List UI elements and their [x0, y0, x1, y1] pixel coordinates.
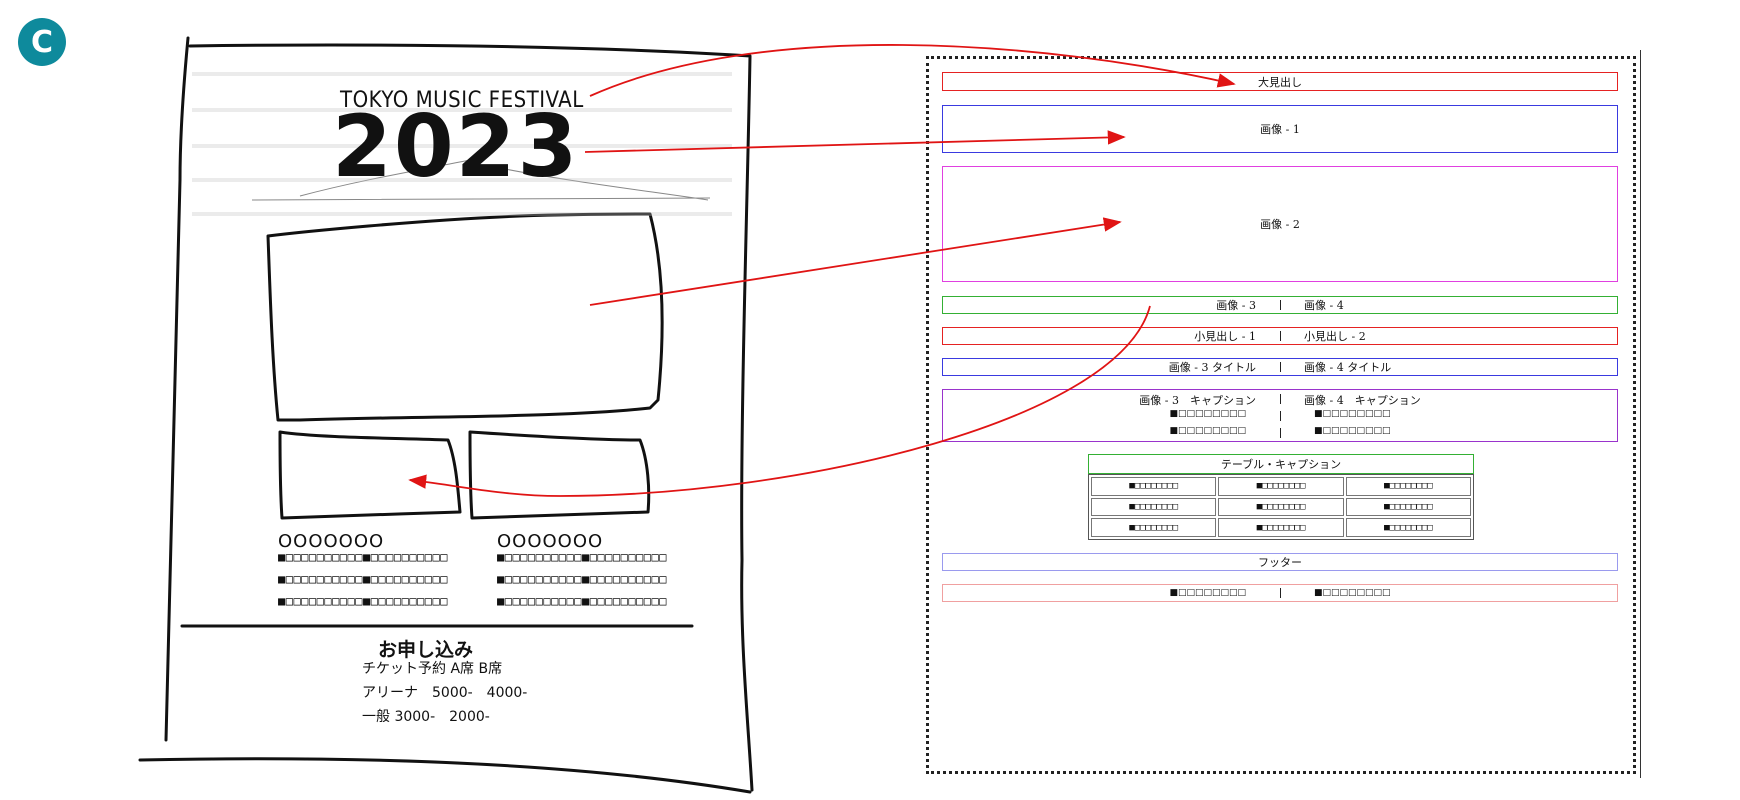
wf-separator — [1280, 394, 1281, 404]
table-cell: ■□□□□□□□□ — [1218, 518, 1344, 537]
table-cell: ■□□□□□□□□ — [1345, 518, 1471, 537]
table-cell: ■□□□□□□□□ — [1218, 477, 1344, 496]
wf-image-3-label: 画像 - 3 — [1216, 299, 1256, 312]
wf-separator — [1280, 588, 1281, 598]
table-cell: ■□□□□□□□□ — [1091, 518, 1217, 537]
caption-row: ■□□□□□□□□ ■□□□□□□□□ — [943, 424, 1617, 441]
wf-separator — [1280, 428, 1281, 438]
wf-footer-left: ■□□□□□□□□ — [1169, 588, 1246, 598]
wf-main-heading: 大見出し — [942, 72, 1618, 91]
table-cell: ■□□□□□□□□ — [1091, 477, 1217, 496]
table-cell: ■□□□□□□□□ — [1218, 497, 1344, 517]
wf-subheading-2: 小見出し - 2 — [1304, 330, 1366, 343]
apply-line: 一般 3000- 2000- — [362, 709, 490, 725]
wf-image-2: 画像 - 2 — [942, 166, 1618, 282]
wf-table: ■□□□□□□□□ ■□□□□□□□□ ■□□□□□□□□ ■□□□□□□□□ … — [1088, 474, 1474, 540]
section-badge: C — [18, 18, 66, 66]
column-line: ■□□□□□□□□□□■□□□□□□□□□□ — [278, 572, 448, 586]
crowd-pattern — [192, 72, 732, 216]
column-line: ■□□□□□□□□□□■□□□□□□□□□□ — [278, 550, 448, 564]
wf-image-3-title: 画像 - 3 タイトル — [1168, 361, 1256, 374]
wf-footer-row: ■□□□□□□□□ ■□□□□□□□□ — [942, 584, 1618, 602]
table-cell: ■□□□□□□□□ — [1345, 497, 1471, 517]
column-line: ■□□□□□□□□□□■□□□□□□□□□□ — [497, 572, 667, 586]
column-heading-right: OOOOOOO — [497, 531, 604, 552]
wf-separator — [1280, 300, 1281, 310]
wf-image-1-label: 画像 - 1 — [1260, 123, 1300, 136]
column-heading-left: OOOOOOO — [278, 531, 385, 552]
caption-line: ■□□□□□□□□ — [1169, 409, 1246, 419]
apply-line: アリーナ 5000- 4000- — [362, 685, 528, 701]
wf-image-4-title: 画像 - 4 タイトル — [1304, 361, 1392, 374]
table-cell: ■□□□□□□□□ — [1345, 477, 1471, 496]
wf-subheading-1: 小見出し - 1 — [1194, 330, 1256, 343]
festival-title: TOKYO MUSIC FESTIVAL — [340, 88, 584, 113]
wf-footer-label: フッター — [1258, 556, 1302, 569]
wf-image-3-caption: 画像 - 3 キャプション — [1139, 394, 1256, 407]
column-line: ■□□□□□□□□□□■□□□□□□□□□□ — [278, 594, 448, 608]
column-line: ■□□□□□□□□□□■□□□□□□□□□□ — [497, 550, 667, 564]
wf-image-captions: 画像 - 3 キャプション 画像 - 4 キャプション ■□□□□□□□□ ■□… — [942, 389, 1618, 442]
caption-row: 画像 - 3 キャプション 画像 - 4 キャプション — [943, 390, 1617, 407]
wf-main-heading-label: 大見出し — [1258, 75, 1302, 89]
wf-image-4-caption: 画像 - 4 キャプション — [1304, 394, 1421, 407]
wf-footer-right: ■□□□□□□□□ — [1314, 588, 1391, 598]
festival-year: 2023 — [332, 97, 580, 197]
wf-subheadings: 小見出し - 1 小見出し - 2 — [942, 327, 1618, 345]
photo-frame-right — [468, 430, 651, 520]
apply-line: チケット予約 A席 B席 — [362, 661, 503, 677]
wf-images-3-4: 画像 - 3 画像 - 4 — [942, 296, 1618, 314]
apply-title: お申し込み — [378, 639, 474, 661]
wf-image-titles: 画像 - 3 タイトル 画像 - 4 タイトル — [942, 358, 1618, 376]
wf-image-1: 画像 - 1 — [942, 105, 1618, 153]
poster-outline — [138, 36, 754, 794]
caption-line: ■□□□□□□□□ — [1314, 426, 1391, 436]
wf-table-caption-label: テーブル・キャプション — [1220, 458, 1342, 471]
wf-table-caption: テーブル・キャプション — [1088, 454, 1474, 474]
caption-line: ■□□□□□□□□ — [1169, 426, 1246, 436]
column-line: ■□□□□□□□□□□■□□□□□□□□□□ — [497, 594, 667, 608]
wf-image-4-label: 画像 - 4 — [1304, 299, 1344, 312]
caption-row: ■□□□□□□□□ ■□□□□□□□□ — [943, 407, 1617, 424]
wf-image-2-label: 画像 - 2 — [1260, 218, 1300, 231]
photo-frame-main — [266, 212, 664, 422]
table-cell: ■□□□□□□□□ — [1091, 497, 1217, 517]
wf-separator — [1280, 411, 1281, 421]
poster-sketch — [138, 36, 754, 794]
caption-line: ■□□□□□□□□ — [1314, 409, 1391, 419]
wf-separator — [1280, 331, 1281, 341]
wireframe-edge — [1640, 50, 1641, 778]
wf-separator — [1280, 362, 1281, 372]
photo-frame-left — [278, 430, 462, 520]
wf-footer: フッター — [942, 553, 1618, 571]
